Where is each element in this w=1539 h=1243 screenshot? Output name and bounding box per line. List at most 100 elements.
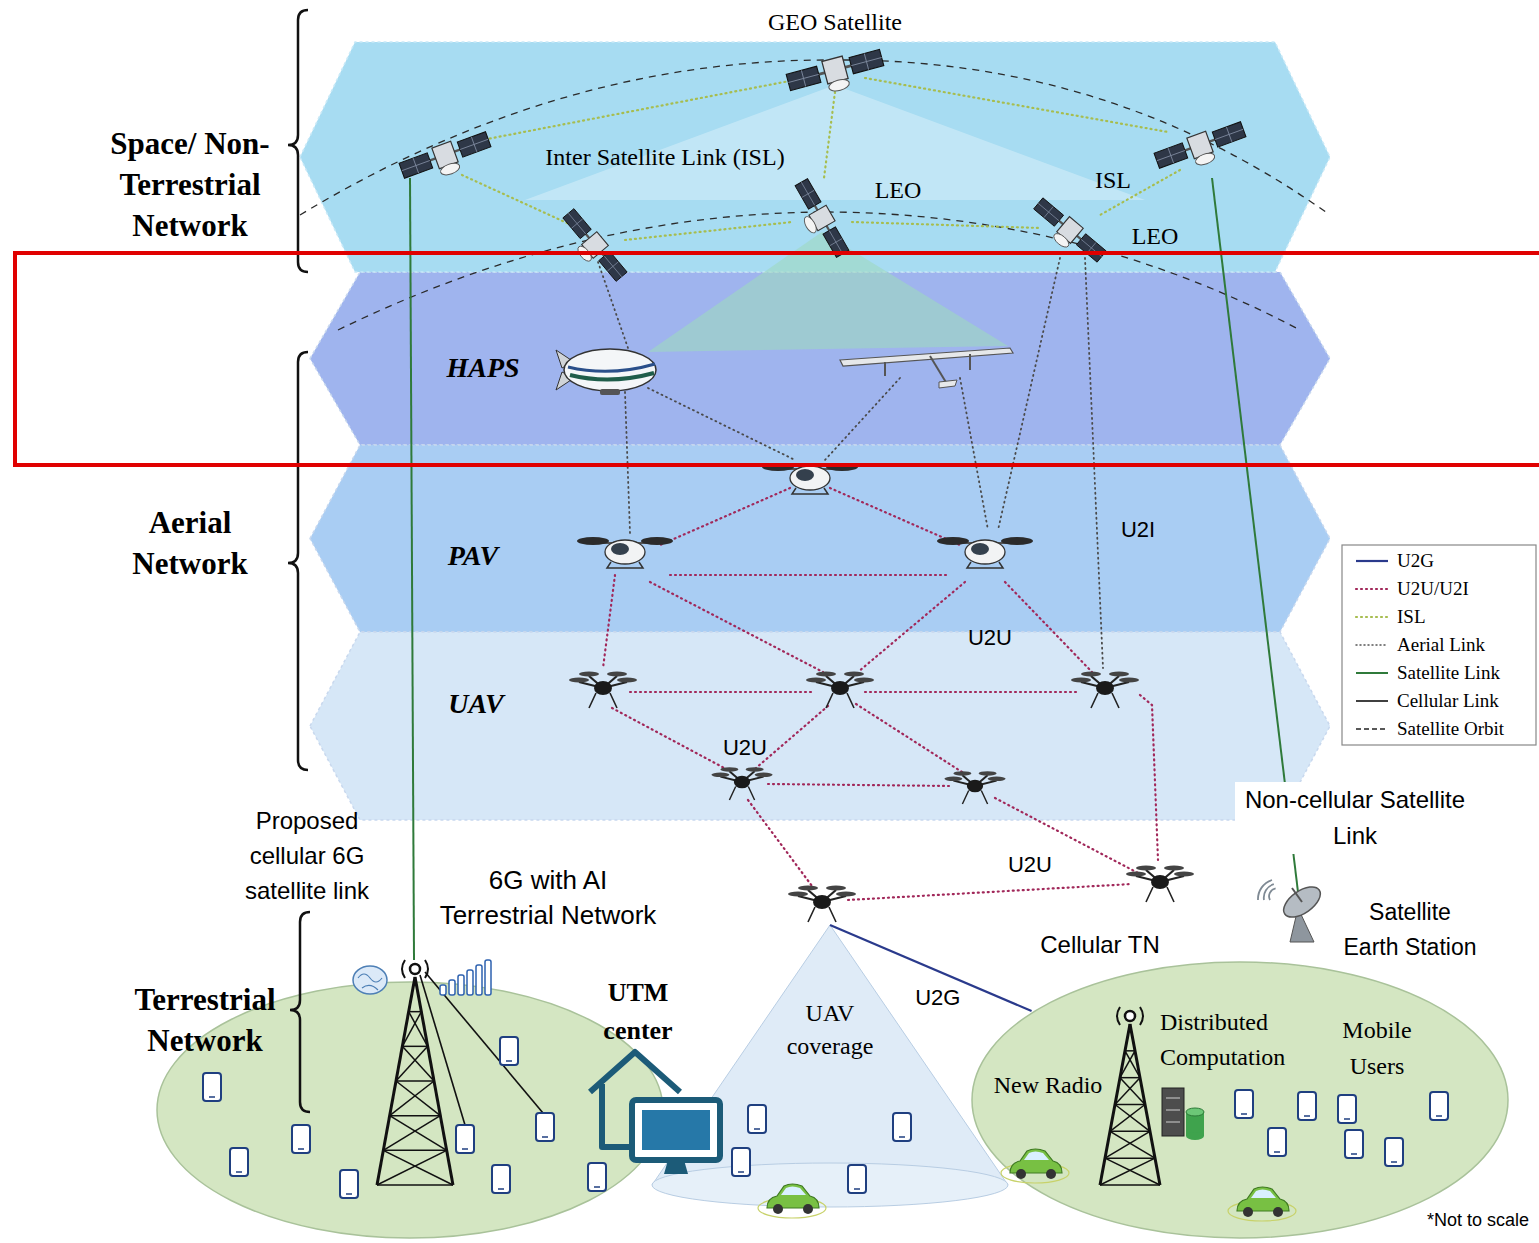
- panel-grid: [801, 182, 815, 205]
- diagram-label: U2U: [1008, 851, 1052, 879]
- drone-rotor: [617, 678, 637, 683]
- car-wheel: [1243, 1207, 1253, 1217]
- legend-entry: ISL: [1353, 605, 1426, 629]
- legend-line: [1356, 616, 1388, 618]
- signal-bar: [449, 980, 455, 995]
- car-wheel: [1046, 1169, 1056, 1179]
- node-text: Mobile Users: [1327, 1012, 1427, 1084]
- legend-text: ISL: [1397, 605, 1426, 629]
- diagram-label: Space/ Non- Terrestrial Network: [93, 123, 288, 246]
- phone-icon: [1385, 1138, 1403, 1166]
- drone-rotor: [1164, 866, 1184, 871]
- text-holder: U2U: [960, 624, 1020, 652]
- cellular-zone-outline: [970, 960, 1510, 1240]
- panel-grid: [829, 230, 843, 253]
- phone-button: [1304, 1115, 1310, 1117]
- text-holder: Terrestrial Network: [118, 979, 293, 1061]
- brain-fold: [358, 974, 382, 990]
- legend-entry: U2G: [1353, 549, 1434, 573]
- satellite-orbit: [300, 60, 1330, 215]
- legend-entry: Aerial Link: [1353, 633, 1485, 657]
- text-holder: UAV: [411, 686, 541, 721]
- pav-rotor: [577, 537, 609, 545]
- drone-rotor: [788, 892, 808, 897]
- signal-wave: [1264, 884, 1274, 900]
- legend-box: [1342, 545, 1536, 745]
- signal-bar: [440, 985, 446, 995]
- legend-line: [1356, 700, 1388, 702]
- phone-body: [492, 1165, 510, 1193]
- text-holder: New Radio: [983, 1070, 1113, 1100]
- phone-body: [230, 1148, 248, 1176]
- u2u-link: [848, 884, 1132, 900]
- drone-rotor: [607, 672, 627, 677]
- uav-band-outline: [310, 632, 1330, 820]
- airship-stripe: [570, 373, 654, 380]
- solar-panel: [1154, 143, 1188, 168]
- satellite-dish: [828, 77, 851, 93]
- node-text: HAPS: [446, 350, 519, 385]
- panel-grid: [1215, 129, 1243, 139]
- satellite-icon: [786, 177, 852, 263]
- earth-station-icon: [1258, 880, 1326, 942]
- diagram-label: U2U: [968, 624, 1012, 652]
- phone-icon: [292, 1125, 310, 1153]
- node-text: 6G with AI Terrestrial Network: [432, 863, 664, 933]
- drone-body: [1151, 875, 1169, 889]
- drone-body: [1096, 681, 1114, 695]
- phone-button: [594, 1186, 600, 1188]
- phone-icon: [848, 1165, 866, 1193]
- uav-band: UAV: [310, 632, 1330, 820]
- phone-button: [738, 1171, 744, 1173]
- dish-reflector: [1278, 881, 1325, 923]
- plane-pod: [884, 362, 886, 376]
- tower-brace: [1100, 1184, 1160, 1186]
- tower-brace: [409, 1011, 422, 1013]
- legend-text: Cellular Link: [1397, 689, 1499, 713]
- isl-link: [865, 78, 1168, 132]
- phone-body: [1385, 1138, 1403, 1166]
- highlight-frame: [15, 253, 1539, 465]
- phone-button: [854, 1188, 860, 1190]
- isl-link: [462, 175, 578, 228]
- legend-text: Aerial Link: [1397, 633, 1485, 657]
- phone-icon: [1345, 1130, 1363, 1158]
- drone-rotor: [953, 771, 971, 776]
- phone-body: [848, 1165, 866, 1193]
- diagram-label: Terrestrial Network: [118, 979, 293, 1061]
- legend-sample: [1353, 666, 1391, 680]
- panel-grid: [402, 160, 430, 170]
- drone-rotor: [816, 672, 836, 677]
- phone-icon: [203, 1073, 221, 1101]
- solar-panel: [786, 66, 821, 90]
- antenna-wave: [425, 960, 428, 978]
- car-wheel: [773, 1204, 783, 1214]
- drone-rotor: [1126, 872, 1146, 877]
- legend-text: Satellite Orbit: [1397, 717, 1504, 741]
- text-holder: U2G: [908, 984, 968, 1012]
- drone-rotor: [1071, 678, 1091, 683]
- text-holder: Space/ Non- Terrestrial Network: [93, 123, 288, 246]
- legend-entry: Satellite Orbit: [1353, 717, 1504, 741]
- storage-top: [1186, 1108, 1204, 1116]
- link-label: U2G: [912, 984, 963, 1012]
- phone-body: [1338, 1095, 1356, 1123]
- tower-antenna: [1125, 1011, 1135, 1021]
- legend-sample: [1353, 610, 1391, 624]
- tower-brace: [402, 1046, 427, 1048]
- diagram-label: Proposed cellular 6G satellite link: [227, 803, 387, 908]
- phone-body: [1298, 1092, 1316, 1120]
- pav-rotor: [641, 537, 673, 545]
- diagram-label: GEO Satellite: [768, 7, 902, 37]
- phone-icon: [340, 1170, 358, 1198]
- node-text: Distributed Computation: [1160, 1005, 1315, 1075]
- brain-icon: [353, 966, 387, 994]
- node-text: PAV: [448, 538, 498, 573]
- zone-shape: [157, 982, 663, 1238]
- text-holder: ISL: [1083, 165, 1143, 195]
- band-shape: [310, 445, 1330, 632]
- legend-text: U2U/U2I: [1397, 577, 1469, 601]
- coverage-cone-outline: [650, 925, 1010, 1215]
- satellite-dish: [439, 161, 461, 177]
